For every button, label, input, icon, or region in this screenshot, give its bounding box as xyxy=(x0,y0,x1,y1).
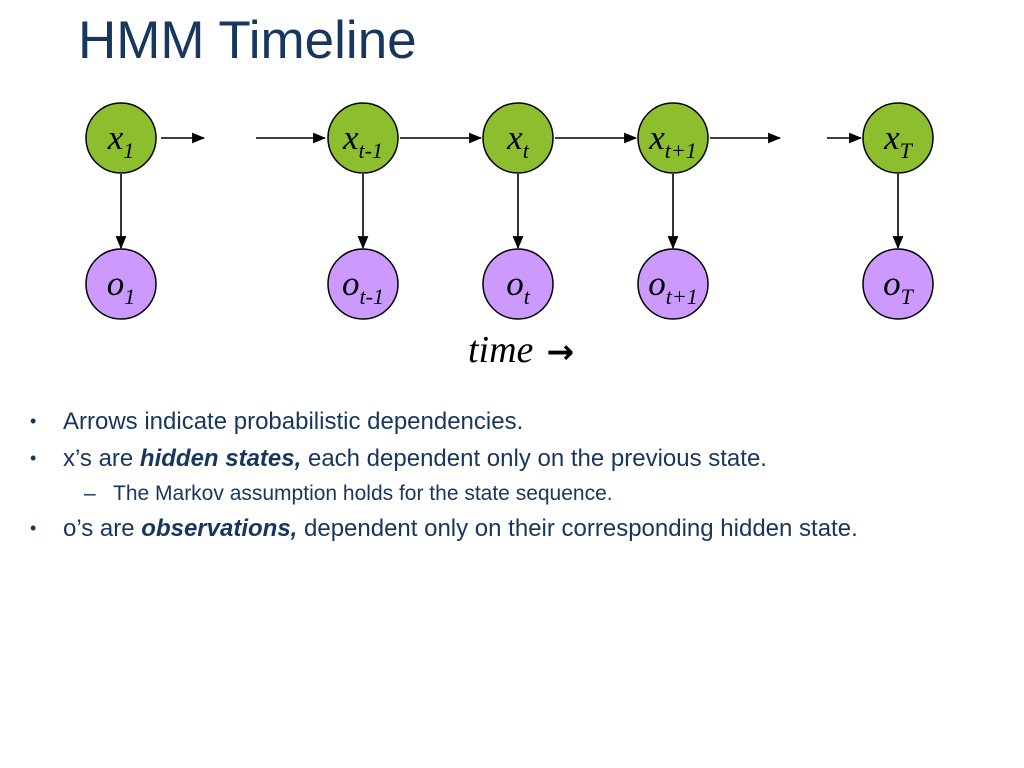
observation-node: ot+1 xyxy=(637,248,709,320)
bullet-marker: • xyxy=(30,518,37,538)
time-arrow-icon: → xyxy=(546,332,575,371)
sub-bullet-text: The Markov assumption holds for the stat… xyxy=(113,482,613,505)
observation-node: ot-1 xyxy=(327,248,399,320)
observation-label: ot xyxy=(506,264,531,309)
hidden-state-node: xt xyxy=(482,102,554,174)
observation-circle xyxy=(327,248,399,320)
emphasis-text: observations, xyxy=(141,515,298,542)
hidden-state-circle xyxy=(327,102,399,174)
hidden-state-circle xyxy=(637,102,709,174)
bullet-list: • Arrows indicate probabilistic dependen… xyxy=(30,407,995,551)
observation-label: oT xyxy=(883,264,915,309)
observation-node: oT xyxy=(862,248,934,320)
hmm-diagram: x1 xt-1 xt xt+1 xT o1 ot-1 ot xyxy=(85,102,934,320)
hidden-state-circle xyxy=(862,102,934,174)
observation-label: ot+1 xyxy=(648,264,697,309)
hidden-state-circle xyxy=(482,102,554,174)
hidden-state-circle xyxy=(85,102,157,174)
observation-circle xyxy=(482,248,554,320)
slide-title: HMM Timeline xyxy=(78,11,417,70)
bullet-marker: • xyxy=(30,448,37,468)
emphasis-text: hidden states, xyxy=(139,445,302,472)
hidden-state-node: x1 xyxy=(85,102,157,174)
sub-bullet-marker: – xyxy=(84,482,96,505)
hidden-state-label: xT xyxy=(883,118,914,163)
time-axis-label: time → xyxy=(468,329,575,372)
bullet-marker: • xyxy=(30,411,37,431)
bullet-item: • Arrows indicate probabilistic dependen… xyxy=(30,407,995,436)
hidden-state-node: xt+1 xyxy=(637,102,709,174)
hidden-state-node: xT xyxy=(862,102,934,174)
hidden-state-label: xt xyxy=(506,118,530,163)
hidden-state-label: x1 xyxy=(107,118,135,163)
bullet-item: • x’s are hidden states, each dependent … xyxy=(30,444,995,473)
hidden-state-label: xt+1 xyxy=(648,118,697,163)
observation-circle xyxy=(862,248,934,320)
observation-label: o1 xyxy=(107,264,136,309)
bullet-item: • o’s are observations, dependent only o… xyxy=(30,514,995,543)
time-label-text: time xyxy=(468,329,534,371)
observation-circle xyxy=(85,248,157,320)
bullet-text: x’s are hidden states, each dependent on… xyxy=(63,445,767,472)
sub-bullet-item: – The Markov assumption holds for the st… xyxy=(30,481,995,507)
bullet-text: o’s are observations, dependent only on … xyxy=(63,515,858,542)
observation-circle xyxy=(637,248,709,320)
hidden-state-label: xt-1 xyxy=(342,118,383,163)
observation-node: ot xyxy=(482,248,554,320)
observation-label: ot-1 xyxy=(342,264,384,309)
bullet-text: Arrows indicate probabilistic dependenci… xyxy=(63,408,524,435)
observation-node: o1 xyxy=(85,248,157,320)
hidden-state-node: xt-1 xyxy=(327,102,399,174)
